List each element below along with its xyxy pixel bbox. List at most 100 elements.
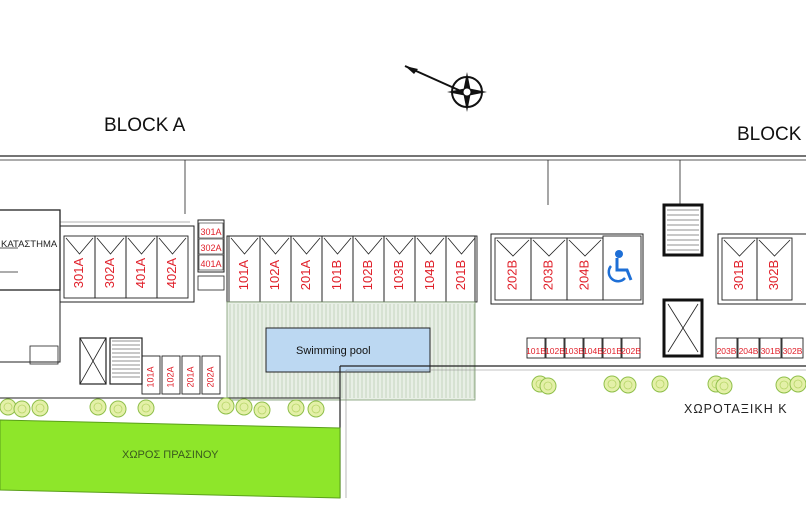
tree-icon: [253, 401, 271, 419]
storage-unit-label: 102A: [165, 366, 175, 387]
shop-unit: ΚΑΤΑΣΤΗΜΑ: [0, 209, 61, 365]
zone-label: ΧΩΡΟΤΑΞΙΚΗ Κ: [684, 402, 788, 416]
parking-space: 301A: [63, 235, 96, 299]
storage-unit: 302B: [781, 337, 804, 359]
parking-space-label: 101B: [329, 260, 344, 290]
green-area-label: ΧΩΡΟΣ ΠΡΑΣΙΝΟΥ: [122, 449, 219, 461]
accessible-parking-space: [602, 235, 642, 301]
parking-space-label: 201B: [453, 260, 468, 290]
parking-space: 401A: [125, 235, 158, 299]
stair-core-a: [79, 337, 143, 385]
parking-space-label: 201A: [298, 259, 313, 290]
tree-icon: [789, 375, 806, 393]
storage-unit-label: 301A: [200, 227, 221, 237]
north-arrow-icon: [404, 65, 487, 112]
tree-icon: [619, 376, 637, 394]
tree-icon: [539, 377, 557, 395]
parking-space: 402A: [156, 235, 189, 299]
storage-unit-label: 202A: [205, 366, 215, 387]
storage-unit: 201A: [181, 355, 201, 395]
parking-space: 201A: [290, 235, 323, 303]
tree-icon: [307, 400, 325, 418]
tree-icon: [603, 375, 621, 393]
storage-unit: 401A: [198, 254, 224, 271]
accessible-parking-icon: [607, 250, 633, 283]
storage-unit: 103B: [564, 337, 584, 359]
tree-icon: [651, 375, 669, 393]
parking-space: 103B: [383, 235, 416, 303]
parking-space-label: 202B: [504, 260, 519, 290]
parking-space: 301B: [721, 237, 758, 301]
tree-icon: [715, 377, 733, 395]
parking-space: 101B: [321, 235, 354, 303]
pool-label: Swimming pool: [296, 345, 371, 357]
storage-unit-label: 101B: [526, 346, 546, 356]
storage-unit: 202A: [201, 355, 221, 395]
storage-unit: 204B: [737, 337, 760, 359]
storage-unit: 302A: [198, 238, 224, 255]
storage-unit: 101B: [526, 337, 546, 359]
parking-space: 204B: [566, 237, 604, 301]
storage-unit-label: 201B: [602, 346, 622, 356]
tree-icon: [13, 400, 31, 418]
parking-space: 201B: [445, 235, 478, 303]
parking-space-label: 203B: [540, 260, 555, 290]
parking-space-label: 103B: [391, 260, 406, 290]
parking-space-label: 301A: [71, 257, 86, 288]
block-b-title: BLOCK: [737, 124, 802, 145]
storage-unit-label: 401A: [200, 259, 221, 269]
green-area: [0, 419, 341, 499]
tree-row: [0, 375, 806, 419]
storage-unit: 203B: [715, 337, 738, 359]
block-a-title: BLOCK A: [104, 115, 186, 136]
storage-unit: 104B: [583, 337, 603, 359]
parking-space: 101A: [228, 235, 261, 303]
tree-icon: [31, 399, 49, 417]
storage-unit-label: 103B: [564, 346, 584, 356]
swimming-pool: [265, 327, 431, 373]
storage-unit-label: 101A: [145, 366, 155, 387]
storage-unit-label: 201A: [185, 366, 195, 387]
parking-space-label: 402A: [164, 257, 179, 288]
parking-space-label: 204B: [576, 260, 591, 290]
parking-space-label: 301B: [731, 260, 746, 290]
storage-unit: 102A: [161, 355, 181, 395]
parking-space-label: 102A: [267, 259, 282, 290]
storage-unit-label: 204B: [739, 346, 759, 356]
tree-icon: [137, 399, 155, 417]
tree-icon: [89, 398, 107, 416]
storage-unit: 202B: [621, 337, 641, 359]
storage-unit-label: 102B: [545, 346, 565, 356]
parking-space-label: 302A: [102, 257, 117, 288]
tree-icon: [235, 398, 253, 416]
parking-space: 203B: [530, 237, 568, 301]
shop-label: ΚΑΤΑΣΤΗΜΑ: [1, 239, 58, 250]
storage-unit-label: 302B: [783, 346, 803, 356]
parking-space-label: 302B: [766, 260, 781, 290]
storage-unit-label: 301B: [761, 346, 781, 356]
storage-unit-label: 203B: [717, 346, 737, 356]
parking-space-label: 102B: [360, 260, 375, 290]
storage-unit-label: 302A: [200, 243, 221, 253]
tree-icon: [109, 400, 127, 418]
storage-unit-label: 104B: [583, 346, 603, 356]
tree-icon: [0, 398, 17, 416]
tree-icon: [217, 397, 235, 415]
storage-unit: 301A: [198, 222, 224, 239]
storage-unit: 102B: [545, 337, 565, 359]
tree-icon: [287, 399, 305, 417]
stair-core-b: [662, 203, 704, 358]
parking-space-label: 401A: [133, 257, 148, 288]
storage-unit: 201B: [602, 337, 622, 359]
parking-space-label: 104B: [422, 260, 437, 290]
parking-space: 102A: [259, 235, 292, 303]
parking-space: 302A: [94, 235, 127, 299]
storage-unit-label: 202B: [621, 346, 641, 356]
parking-space-label: 101A: [236, 259, 251, 290]
parking-space: 102B: [352, 235, 385, 303]
parking-space: 302B: [756, 237, 793, 301]
parking-space: 104B: [414, 235, 447, 303]
storage-unit: 101A: [141, 355, 161, 395]
parking-space: 202B: [494, 237, 532, 301]
